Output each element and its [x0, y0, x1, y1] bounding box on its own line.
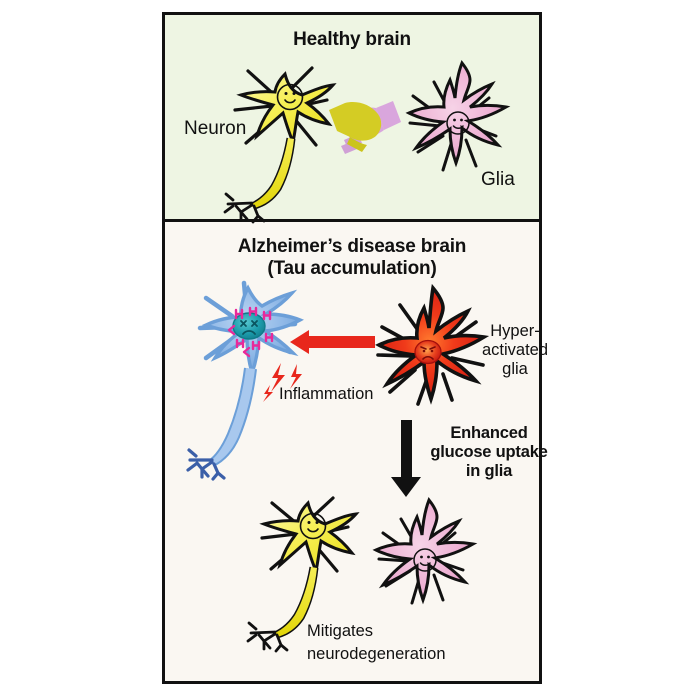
healthy-brain-title: Healthy brain — [293, 29, 411, 50]
alzheimers-title-line2: (Tau accumulation) — [267, 258, 437, 279]
mitigates-label-line1: Mitigates — [307, 622, 374, 640]
alzheimers-title-line1: Alzheimer’s disease brain — [237, 236, 467, 257]
hyperactivated-glia-label-line3: glia — [502, 360, 528, 378]
glia-label: Glia — [481, 169, 515, 190]
neuron-label: Neuron — [184, 118, 247, 139]
hyperactivated-glia-label-line1: Hyper- — [490, 322, 540, 340]
enhanced-glucose-label-line1: Enhanced — [450, 424, 528, 442]
enhanced-glucose-label-line2: glucose uptake — [430, 443, 548, 461]
inflammation-label: Inflammation — [279, 385, 374, 403]
mitigates-label-line2: neurodegeneration — [307, 645, 446, 663]
enhanced-glucose-label-line3: in glia — [465, 462, 513, 480]
hyperactivated-glia-label-line2: activated — [481, 341, 549, 359]
